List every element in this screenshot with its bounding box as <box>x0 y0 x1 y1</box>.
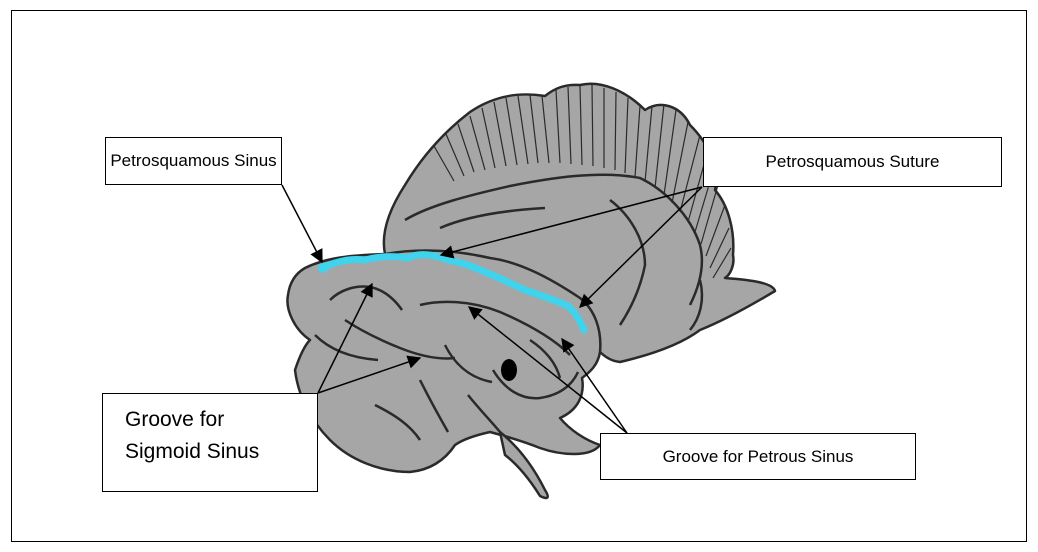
label-petrosquamous-sinus-text: Petrosquamous Sinus <box>110 151 276 171</box>
label-groove-petrous-sinus-text: Groove for Petrous Sinus <box>663 447 854 467</box>
label-groove-sigmoid-line1: Groove for <box>125 404 317 436</box>
label-groove-petrous-sinus: Groove for Petrous Sinus <box>600 433 916 480</box>
label-petrosquamous-suture: Petrosquamous Suture <box>703 137 1002 187</box>
label-petrosquamous-sinus: Petrosquamous Sinus <box>105 137 282 185</box>
sinus-end-dot <box>318 263 328 273</box>
label-groove-sigmoid-line2: Sigmoid Sinus <box>125 436 317 468</box>
foramen-dot <box>501 359 517 381</box>
label-petrosquamous-suture-text: Petrosquamous Suture <box>766 152 940 172</box>
label-groove-sigmoid-sinus: Groove for Sigmoid Sinus <box>102 393 318 492</box>
arrow-petrosquamous-sinus <box>282 185 322 262</box>
